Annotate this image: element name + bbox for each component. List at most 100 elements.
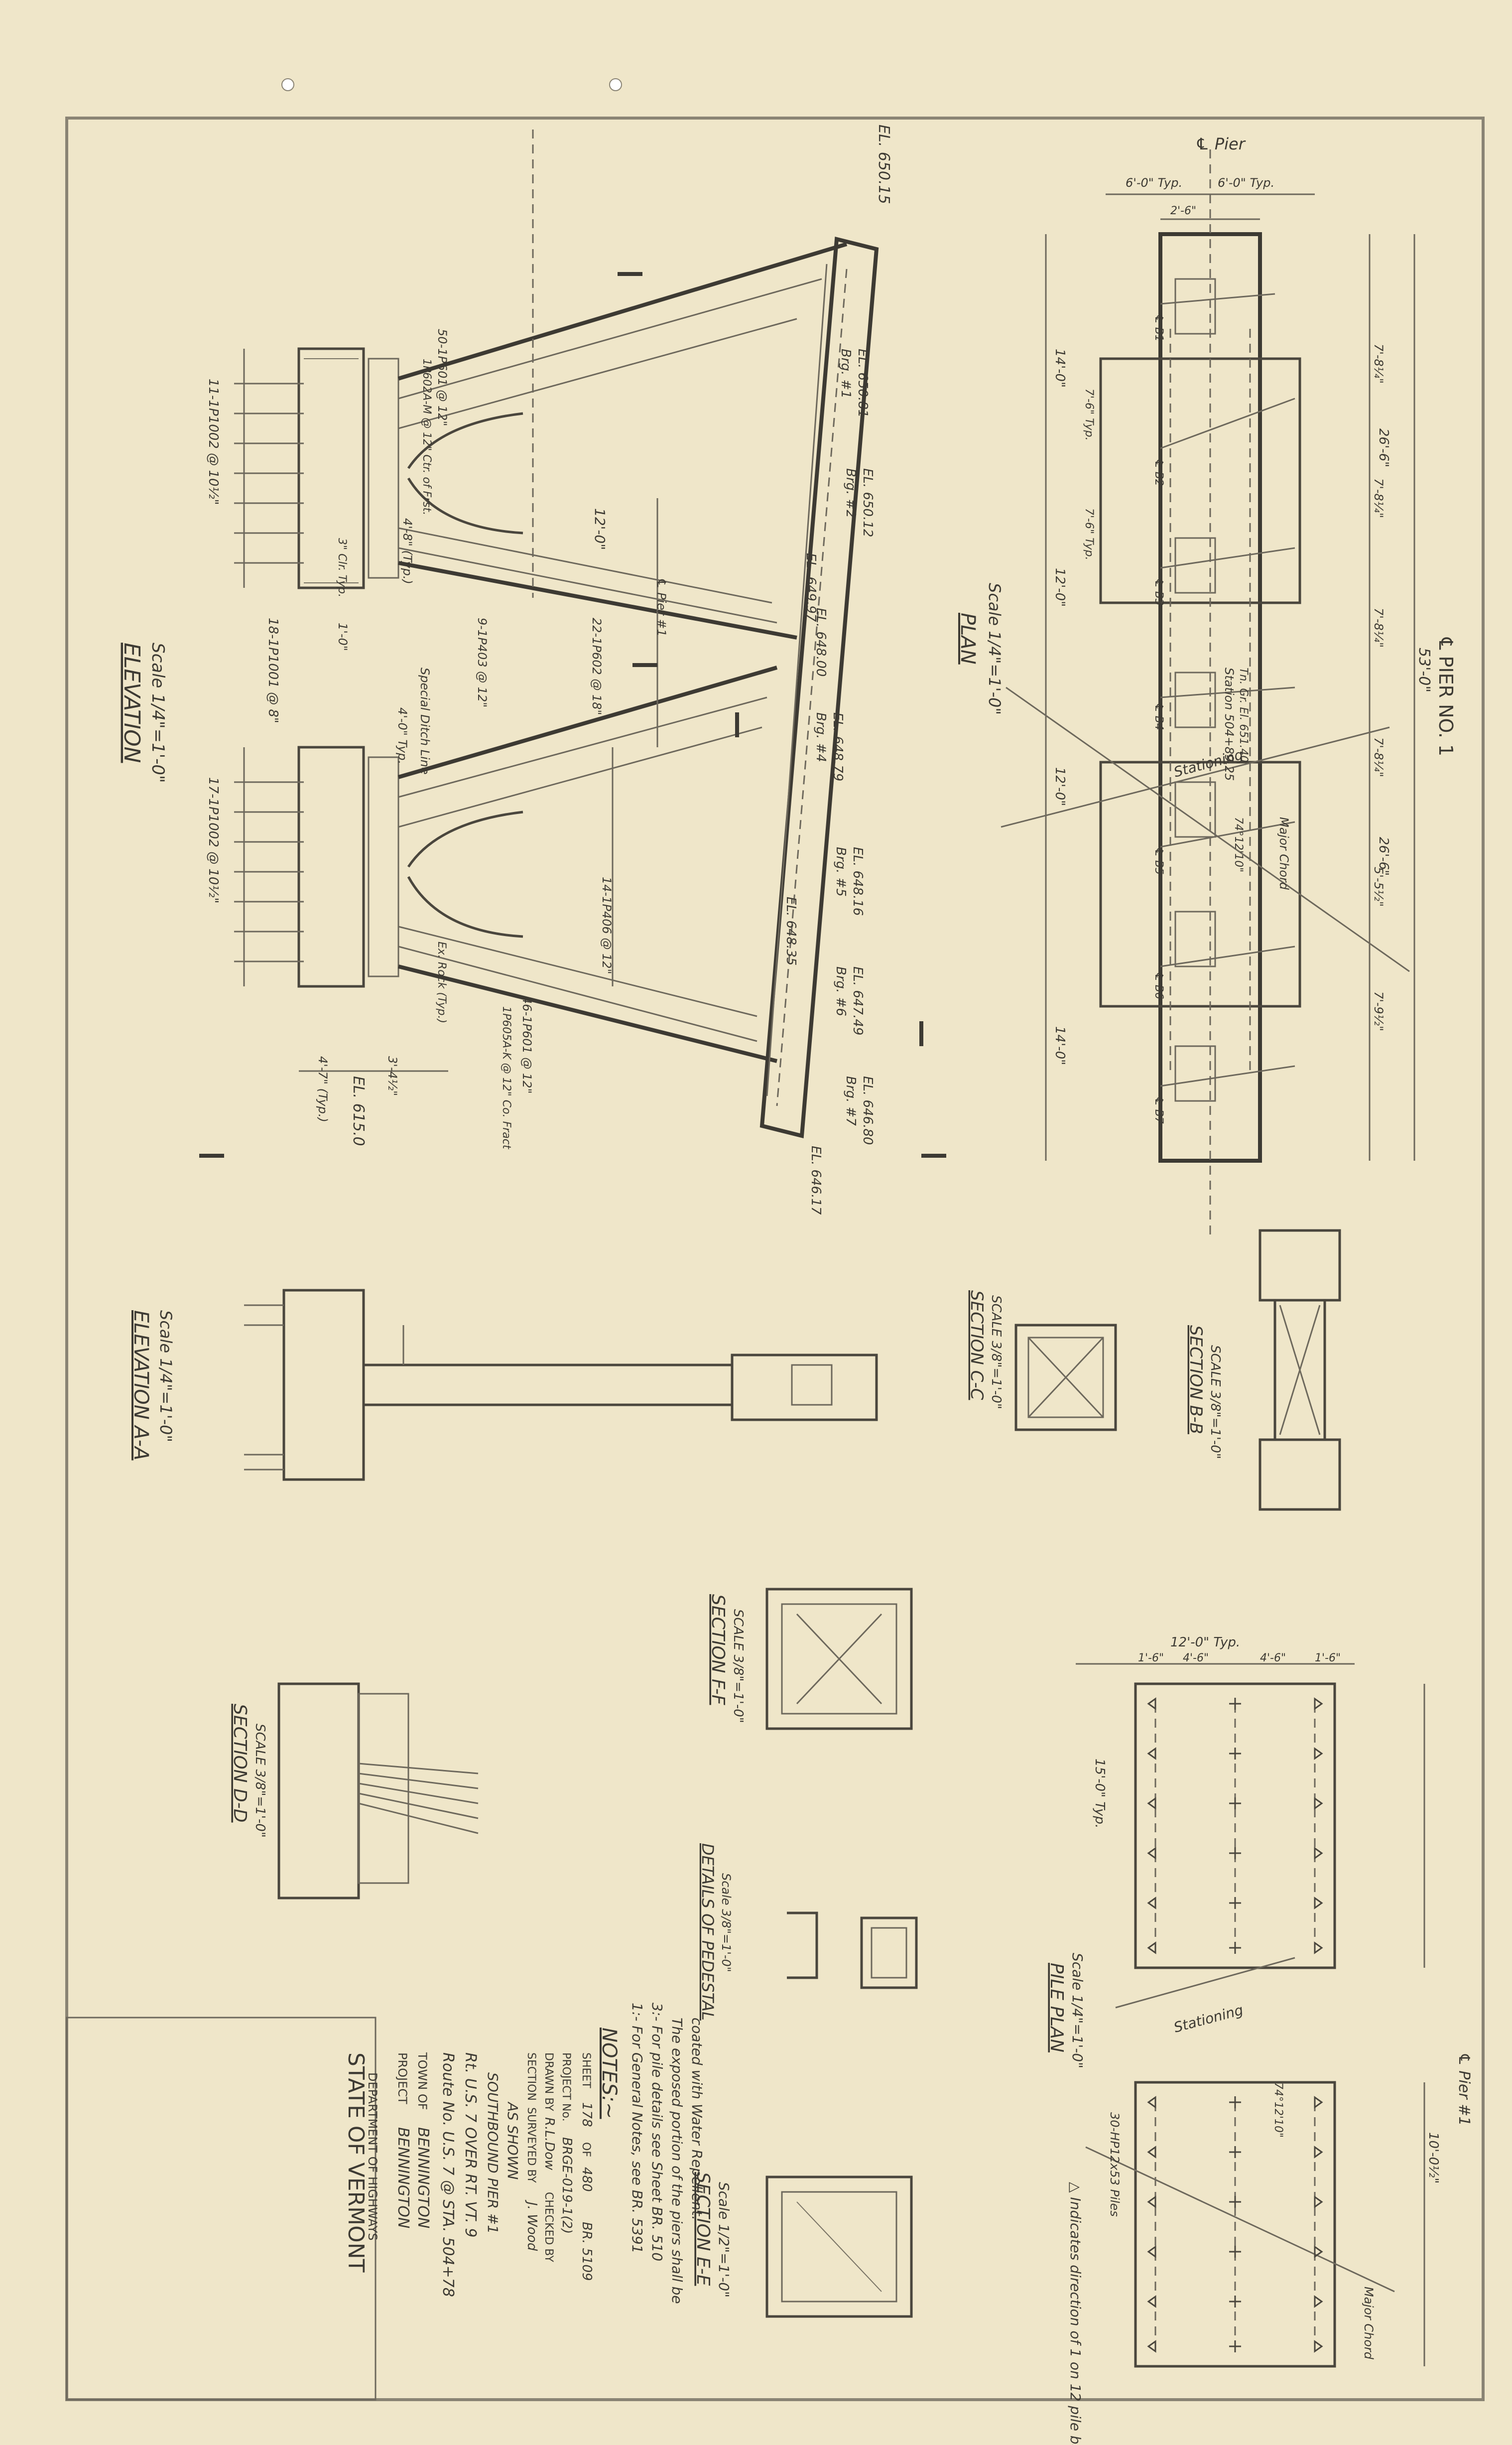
- pile-angle: 74°12'10": [1272, 2082, 1284, 2138]
- tb-of: 480: [579, 2167, 594, 2192]
- title-block: STATE OF VERMONT DEPARTMENT OF HIGHWAYS …: [343, 2052, 594, 2297]
- pile-stationing: Stationing: [1172, 2002, 1245, 2036]
- label-bars-b: 9-1P403 @ 12": [475, 618, 489, 707]
- tb-of-label: OF: [580, 2142, 592, 2157]
- plan-dim-12b: 12'-0": [1052, 767, 1067, 806]
- section-bb-view: [1259, 1229, 1341, 1511]
- plan-bearing-5: ℄ B5: [1152, 847, 1165, 875]
- note-2: 3:- For pile details see Sheet BR. 510: [649, 2003, 665, 2261]
- label-dim-1-0: 1'-0": [336, 623, 350, 651]
- section-cc-title: SECTION C-C: [967, 1290, 987, 1400]
- pile-batter-triangle: [1147, 2295, 1156, 2308]
- pile-batter-triangle: [1147, 1897, 1156, 1909]
- tb-town: BENNINGTON: [414, 2127, 432, 2228]
- label-brg5-el: EL. 648.16: [850, 847, 865, 916]
- label-brg1-el: EL. 650.81: [855, 349, 870, 417]
- pile-batter-triangle: [1147, 1697, 1156, 1710]
- section-ff-view: [765, 1588, 913, 1730]
- plan-view: [1001, 149, 1415, 1235]
- note-3: The exposed portion of the piers shall b…: [669, 2018, 685, 2304]
- label-bars-d: 46-1P601 @ 12": [520, 996, 534, 1094]
- label-brg4-el: EL. 648.79: [830, 712, 845, 781]
- label-brg7-el: EL. 646.80: [860, 1076, 875, 1145]
- pile-batter-triangle: [1147, 1847, 1156, 1860]
- pile-mark: [1229, 1942, 1241, 1954]
- pile-batter-triangle: [1147, 2340, 1156, 2353]
- pile-plan-footing-lower: [1134, 2081, 1336, 2368]
- plan-bearing-6: ℄ B6: [1152, 971, 1165, 999]
- plan-pier-cl: ℄ Pier: [1195, 135, 1246, 153]
- pile-batter-triangle: [1314, 2245, 1323, 2258]
- label-clr: 3" Clr. Typ.: [336, 538, 348, 597]
- plan-len-53: 53'-0": [1415, 648, 1433, 692]
- pile-batter-triangle: [1314, 2146, 1323, 2159]
- plan-typ2: 6'-0" Typ.: [1218, 176, 1274, 190]
- pile-mark: [1229, 2246, 1241, 2258]
- tb-checked-label: CHECKED BY: [542, 2192, 555, 2262]
- label-bars-top: 50-1P601 @ 12": [435, 329, 449, 426]
- label-el-650-15: EL. 650.15: [875, 125, 892, 204]
- tb-sheet: 178: [579, 2102, 594, 2127]
- tb-br: BR. 5109: [579, 2222, 594, 2281]
- label-brg2-el: EL. 650.12: [860, 468, 875, 537]
- tb-proj-no: BRGE-019-1(2): [559, 2137, 574, 2234]
- label-brg7: Brg. #7: [843, 1076, 858, 1126]
- tb-pier: SOUTHBOUND PIER #1: [485, 2072, 501, 2234]
- pile-mark: [1229, 2146, 1241, 2158]
- label-piles-bot: 17-1P1002 @ 10½": [206, 777, 221, 904]
- notes-title: NOTES:~: [598, 2028, 621, 2119]
- section-ee-title: SECTION E-E: [693, 2172, 713, 2286]
- pile-batter-triangle: [1147, 2146, 1156, 2159]
- pile-batter-triangle: [1314, 1897, 1323, 1909]
- label-bars-c: 14-1P406 @ 12": [600, 877, 614, 974]
- pile-batter-triangle: [1314, 1847, 1323, 1860]
- plan-bearing-1: ℄ B1: [1152, 314, 1165, 342]
- plan-dim-76a: 7'-6" Typ.: [1083, 389, 1095, 441]
- pile-batter-triangle: [1314, 1797, 1323, 1810]
- section-dd-scale: SCALE 3/8"=1'-0": [252, 1724, 267, 1838]
- plan-scale: Scale 1/4"=1'-0": [985, 583, 1004, 715]
- pile-batter-triangle: [1147, 2096, 1156, 2109]
- note-1: 1:- For General Notes, see BR. 5391: [629, 2003, 645, 2253]
- tb-state: STATE OF VERMONT: [343, 2052, 369, 2273]
- plan-station-el: Tn. Gr. El. 651.40: [1237, 668, 1250, 762]
- pile-batter-triangle: [1314, 1747, 1323, 1760]
- label-dim-12-0: 12'-0": [592, 508, 608, 550]
- label-dim-3-4: 3'-4½": [385, 1056, 399, 1096]
- plan-pier-no: ℄ PIER NO. 1: [1435, 637, 1457, 756]
- label-bars-a: 1P602A-M @ 12" Ctr. of Frst.: [420, 359, 433, 515]
- plan-half1: 26'-6": [1376, 428, 1391, 467]
- plan-dim-2-6: 2'-6": [1170, 205, 1196, 217]
- tb-designer: J. Wood: [524, 2199, 539, 2251]
- plan-dim-14b: 14'-0": [1052, 1026, 1067, 1065]
- section-bb-scale: SCALE 3/8"=1'-0": [1208, 1345, 1223, 1459]
- section-ee-scale: Scale 1/2"=1'-0": [716, 2182, 732, 2298]
- pile-mark: [1229, 2296, 1241, 2308]
- tb-scale: AS SHOWN: [504, 2101, 521, 2179]
- pile-batter-triangle: [1314, 1697, 1323, 1710]
- sheet-border: [65, 117, 1485, 2401]
- elevation-aa-title: ELEVATION A-A: [129, 1310, 152, 1460]
- pile-mark: [1229, 2096, 1241, 2108]
- pile-count: 30-HP12x53 Piles: [1108, 2112, 1122, 2217]
- plan-typ1: 6'-0" Typ.: [1126, 176, 1182, 190]
- pile-plan-view: [1076, 1663, 1425, 2368]
- section-ff-scale: SCALE 3/8"=1'-0": [731, 1609, 746, 1723]
- plan-station: Station 504+89.25: [1222, 668, 1236, 781]
- tb-surveyed-label: SURVEYED BY: [525, 2107, 537, 2183]
- pile-mark: [1229, 1897, 1241, 1909]
- tb-town-label: TOWN OF: [415, 2052, 429, 2110]
- label-el-648: EL. 648.00: [813, 608, 828, 677]
- punch-hole-right: [609, 78, 622, 91]
- plan-angle: 74°12'10": [1232, 817, 1245, 872]
- pile-batter-triangle: [1314, 2295, 1323, 2308]
- notes-block: NOTES:~ 1:- For General Notes, see BR. 5…: [598, 2003, 705, 2304]
- pile-plan-title: PILE PLAN: [1046, 1963, 1067, 2052]
- tb-section-label: SECTION: [525, 2052, 537, 2101]
- plan-bearing-3: ℄ B3: [1152, 578, 1165, 606]
- plan-dim-55: 5'-5½": [1372, 867, 1386, 907]
- pile-d1: 1'-6": [1138, 1652, 1164, 1664]
- section-ee-view: [765, 2175, 913, 2318]
- pile-batter-text: △ Indicates direction of 1 on 12 pile ba…: [1067, 2182, 1084, 2445]
